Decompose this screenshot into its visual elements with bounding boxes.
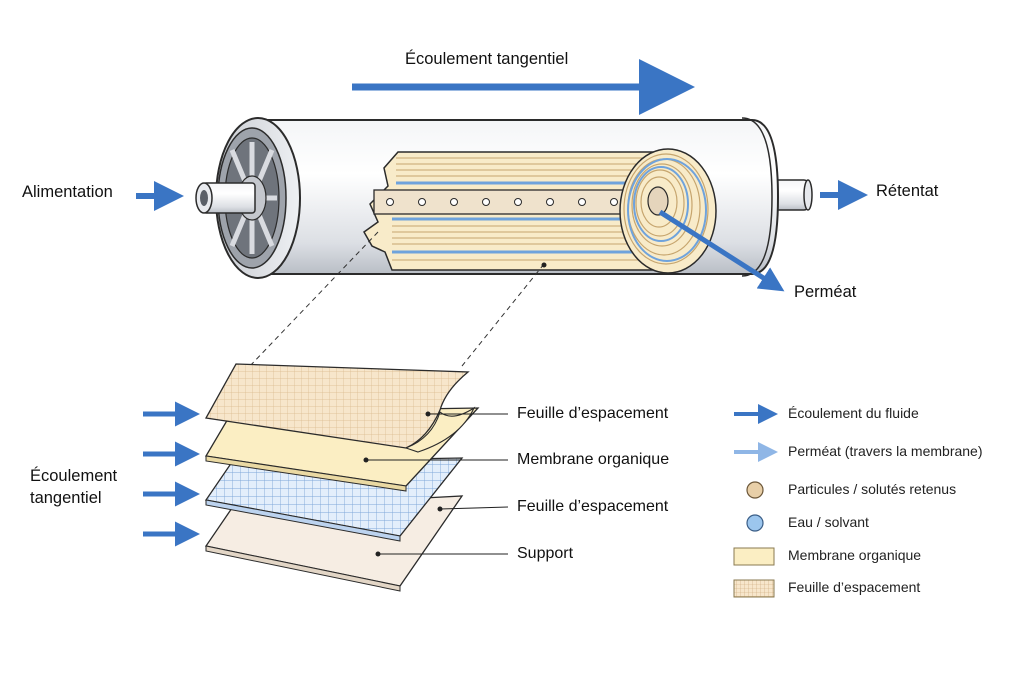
permeate-arrow xyxy=(658,209,785,292)
legend-label-membrane: Membrane organique xyxy=(788,547,922,563)
feed-label: Alimentation xyxy=(22,183,113,201)
layer-label-support: Support xyxy=(517,545,574,562)
legend xyxy=(733,404,778,598)
legend-label-spacer: Feuille d’espacement xyxy=(788,579,921,595)
layers-flow-label-line2: tangentiel xyxy=(30,489,102,507)
legend-particle-icon xyxy=(746,481,764,499)
legend-label-water: Eau / solvant xyxy=(788,514,869,530)
layers-flow-label-line1: Écoulement xyxy=(30,467,118,485)
cutaway-spiral-wound-element xyxy=(363,148,717,274)
layer-label-membrane: Membrane organique xyxy=(517,451,670,468)
permeate-label: Perméat xyxy=(794,283,857,301)
leader-line xyxy=(439,506,509,510)
layer-label-spacer-lower: Feuille d’espacement xyxy=(517,498,669,515)
legend-membrane-swatch xyxy=(733,547,775,566)
legend-label-particles: Particules / solutés retenus xyxy=(788,481,957,497)
layer-label-spacer-upper: Feuille d’espacement xyxy=(517,405,669,422)
exploded-layers xyxy=(204,363,480,592)
legend-label-fluid-flow: Écoulement du fluide xyxy=(788,405,919,421)
legend-water-icon xyxy=(746,514,764,532)
tangential-flow-title: Écoulement tangentiel xyxy=(405,50,569,68)
legend-spacer-swatch xyxy=(733,579,775,598)
projection-line xyxy=(247,231,379,369)
membrane-module xyxy=(195,117,813,279)
projection-line xyxy=(461,263,545,367)
legend-label-permeate: Perméat (travers la membrane) xyxy=(788,443,983,459)
retentate-label: Rétentat xyxy=(876,182,939,200)
